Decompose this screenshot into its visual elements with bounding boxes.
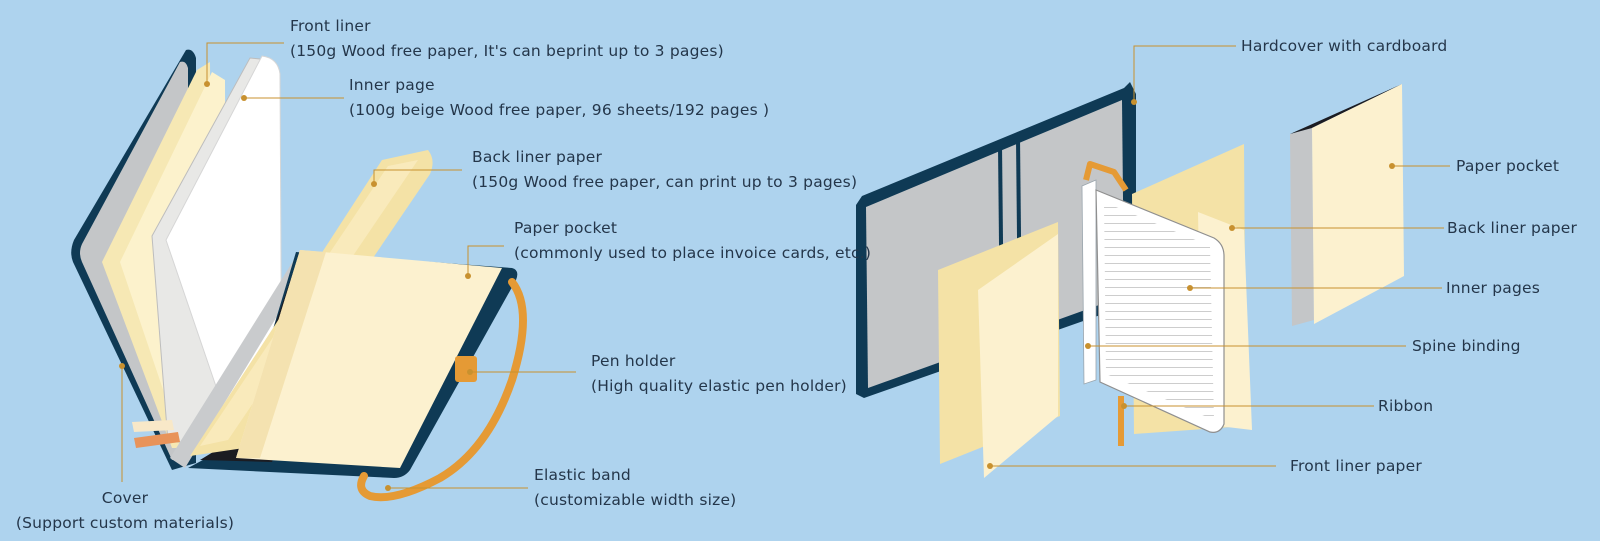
hardcover-board — [866, 100, 1124, 388]
ribbon-tail — [1118, 396, 1124, 446]
label-hardcover: Hardcover with cardboard — [1241, 37, 1448, 55]
label-ribbon: Ribbon — [1378, 397, 1434, 415]
label-back-liner-paper-detail: (150g Wood free paper, can print up to 3… — [472, 173, 858, 191]
exploded-pocket-top — [1290, 84, 1402, 134]
paper-pocket-shadow — [236, 250, 326, 458]
open-notebook — [71, 49, 527, 502]
label-cover: Cover (Support custom materials) — [14, 486, 236, 536]
label-pen-holder: Pen holder (High quality elastic pen hol… — [591, 349, 847, 399]
leader-dots — [119, 81, 1395, 491]
label-cover-detail: (Support custom materials) — [15, 514, 235, 532]
label-exploded-inner-pages: Inner pages — [1446, 279, 1541, 297]
label-paper-pocket: Paper pocket (commonly used to place inv… — [514, 216, 871, 266]
label-cover-title: Cover — [101, 489, 149, 507]
spine-shape — [170, 250, 310, 468]
ribbon-top — [1083, 161, 1129, 192]
label-inner-page-detail: (100g beige Wood free paper, 96 sheets/1… — [349, 101, 770, 119]
elastic-band-shape — [357, 278, 527, 502]
label-exploded-paper-pocket: Paper pocket — [1456, 157, 1560, 175]
ribbon-shape-1 — [132, 420, 174, 432]
label-front-liner-title: Front liner — [290, 17, 371, 35]
label-front-liner-detail: (150g Wood free paper, It's can beprint … — [290, 42, 724, 60]
inner-pages-lines — [1104, 202, 1214, 420]
label-back-liner-paper-title: Back liner paper — [472, 148, 603, 166]
label-inner-page-title: Inner page — [349, 76, 435, 94]
pen-holder-shape — [455, 356, 477, 382]
leader-lines — [121, 42, 1450, 489]
label-spine-binding: Spine binding — [1412, 337, 1521, 355]
ribbon-shape-2 — [134, 432, 180, 448]
label-paper-pocket-title: Paper pocket — [514, 219, 618, 237]
exploded-pocket-face — [1312, 84, 1404, 324]
label-pen-holder-detail: (High quality elastic pen holder) — [591, 377, 847, 395]
label-exploded-front-liner: Front liner paper — [1290, 457, 1422, 475]
label-pen-holder-title: Pen holder — [591, 352, 676, 370]
label-paper-pocket-detail: (commonly used to place invoice cards, e… — [514, 244, 872, 262]
front-liner-front-leaf — [978, 234, 1058, 478]
label-back-liner-paper: Back liner paper (150g Wood free paper, … — [472, 145, 857, 195]
label-exploded-back-liner: Back liner paper — [1447, 219, 1578, 237]
spine-binding-shape — [1081, 179, 1097, 385]
label-elastic-band-title: Elastic band — [534, 466, 631, 484]
label-front-liner: Front liner (150g Wood free paper, It's … — [290, 14, 724, 64]
label-elastic-band-detail: (customizable width size) — [534, 491, 737, 509]
label-elastic-band: Elastic band (customizable width size) — [534, 463, 736, 513]
exploded-notebook — [856, 82, 1404, 478]
label-inner-page: Inner page (100g beige Wood free paper, … — [349, 73, 769, 123]
exploded-pocket-side — [1290, 128, 1314, 326]
